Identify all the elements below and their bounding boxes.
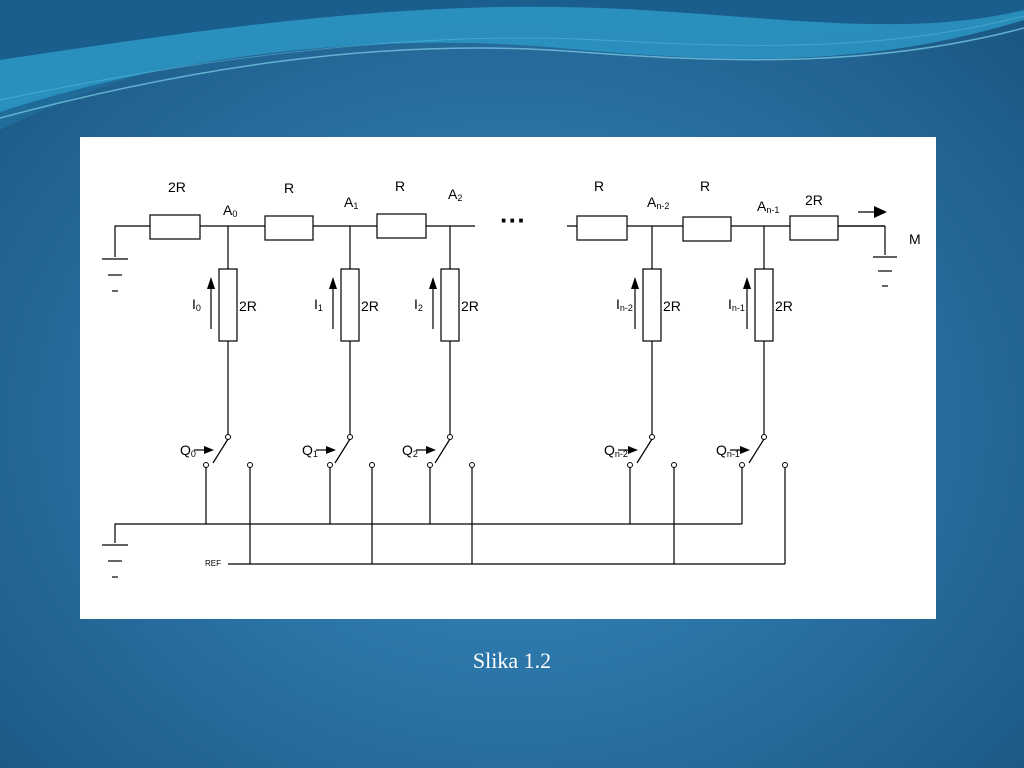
leg-resistor-4 [754, 268, 774, 342]
ellipsis: ··· [500, 205, 526, 235]
series-resistor-4 [576, 215, 628, 241]
series-resistor-3 [376, 213, 427, 239]
switch-label-1: Q1 [302, 442, 318, 459]
series-label-4: R [594, 178, 604, 194]
series-label-5: R [700, 178, 710, 194]
switch-arrow-1 [326, 446, 336, 454]
series-label-1: 2R [168, 179, 186, 195]
current-label-4: In-1 [728, 296, 745, 313]
leg-label-3: 2R [663, 298, 681, 314]
wave-light [0, 0, 1024, 112]
leg-resistor-0 [218, 268, 238, 342]
wave-top [0, 0, 1024, 60]
series-label-3: R [395, 178, 405, 194]
wave-line [0, 27, 1024, 119]
branch-4: 2R In-1Qn-1 [716, 226, 793, 564]
left-ground [102, 225, 150, 292]
leg-label-1: 2R [361, 298, 379, 314]
leg-label-2: 2R [461, 298, 479, 314]
figure-caption: Slika 1.2 [472, 648, 552, 673]
leg-label-4: 2R [775, 298, 793, 314]
wave-line-2 [0, 15, 1024, 101]
diagram-panel: 2R R R R R 2R ··· A0 A1 A2 An-2 An-1 M 2… [80, 137, 936, 619]
output-label: M [909, 231, 921, 247]
current-label-2: I2 [414, 296, 423, 313]
leg-label-0: 2R [239, 298, 257, 314]
leg-resistor-3 [642, 268, 662, 342]
switch-blade-4 [748, 438, 765, 464]
current-arrow-3 [631, 277, 639, 289]
output-terminal [838, 206, 897, 287]
node-label-4: An-1 [757, 198, 779, 215]
series-resistor-1 [149, 214, 201, 240]
current-arrow-2 [429, 277, 437, 289]
series-resistor-5 [682, 216, 732, 242]
header-waves [0, 0, 1024, 130]
series-label-6: 2R [805, 192, 823, 208]
current-arrow-1 [329, 277, 337, 289]
current-arrow-4 [743, 277, 751, 289]
leg-resistor-1 [340, 268, 360, 342]
switch-label-2: Q2 [402, 442, 418, 459]
leg-resistor-2 [440, 268, 460, 342]
switch-blade-3 [636, 438, 653, 464]
switch-label-4: Qn-1 [716, 442, 740, 459]
switch-arrow-0 [204, 446, 214, 454]
current-arrow-0 [207, 277, 215, 289]
branch-3: 2R In-2Qn-2 [604, 226, 681, 564]
switch-blade-1 [334, 438, 351, 464]
node-label-2: A2 [448, 186, 462, 203]
node-label-3: An-2 [647, 194, 669, 211]
current-label-3: In-2 [616, 296, 633, 313]
node-label-1: A1 [344, 194, 358, 211]
series-resistor-6 [789, 215, 839, 241]
series-label-2: R [284, 180, 294, 196]
series-resistor-2 [264, 215, 314, 241]
switch-arrow-3 [628, 446, 638, 454]
node-label-0: A0 [223, 202, 237, 219]
switch-label-0: Q0 [180, 442, 196, 459]
switch-arrow-4 [740, 446, 750, 454]
r2r-ladder-diagram: 2R R R R R 2R ··· A0 A1 A2 An-2 An-1 M 2… [102, 178, 921, 578]
current-label-0: I0 [192, 296, 201, 313]
switch-blade-2 [434, 438, 451, 464]
switch-arrow-2 [426, 446, 436, 454]
switch-label-3: Qn-2 [604, 442, 628, 459]
bottom-ground [102, 523, 742, 578]
switch-blade-0 [212, 438, 229, 464]
current-label-1: I1 [314, 296, 323, 313]
ref-label: REF [205, 559, 221, 568]
